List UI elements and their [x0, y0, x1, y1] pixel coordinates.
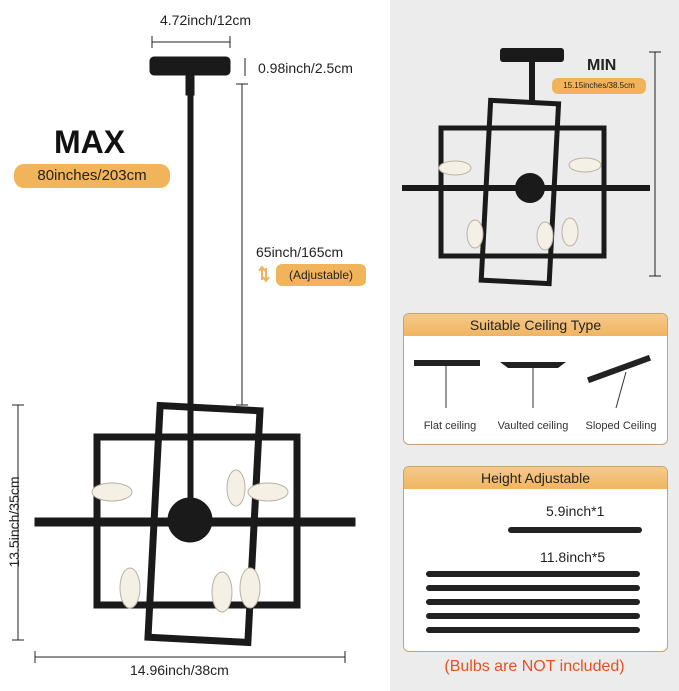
long-rod: [426, 599, 640, 605]
max-label: MAX: [54, 124, 126, 160]
canopy-height-label: 0.98inch/2.5cm: [258, 60, 353, 76]
short-rod: [508, 527, 642, 533]
long-rod: [426, 627, 640, 633]
short-rod-label: 5.9inch*1: [546, 503, 605, 519]
canopy-width-label: 4.72inch/12cm: [160, 12, 252, 28]
ceiling-type-panel: Suitable Ceiling Type Flat ceiling Vault…: [403, 313, 668, 445]
min-value-badge: 15.15inches/38.5cm: [552, 78, 646, 94]
long-rod: [426, 571, 640, 577]
ceiling-type-title: Suitable Ceiling Type: [404, 314, 667, 336]
height-adjustable-panel: Height Adjustable 5.9inch*1 11.8inch*5: [403, 466, 668, 652]
body-height-label: 13.5inch/35cm: [6, 476, 22, 568]
adjustable-badge: (Adjustable): [276, 264, 366, 286]
max-value-badge: 80inches/203cm: [14, 164, 170, 188]
long-rod-label: 11.8inch*5: [540, 549, 606, 565]
height-adjustable-title: Height Adjustable: [404, 467, 667, 489]
ceiling-type-flat: Flat ceiling: [423, 420, 477, 432]
ceiling-type-vaulted: Vaulted ceiling: [497, 420, 569, 432]
ceiling-icons: [414, 354, 652, 409]
min-label: MIN: [587, 57, 617, 74]
ceiling-type-sloped: Sloped Ceiling: [585, 420, 657, 432]
rod-length-label: 65inch/165cm: [256, 244, 344, 260]
bulbs-note: (Bulbs are NOT included): [444, 658, 625, 675]
long-rod: [426, 613, 640, 619]
long-rod: [426, 585, 640, 591]
body-width-label: 14.96inch/38cm: [130, 662, 229, 678]
